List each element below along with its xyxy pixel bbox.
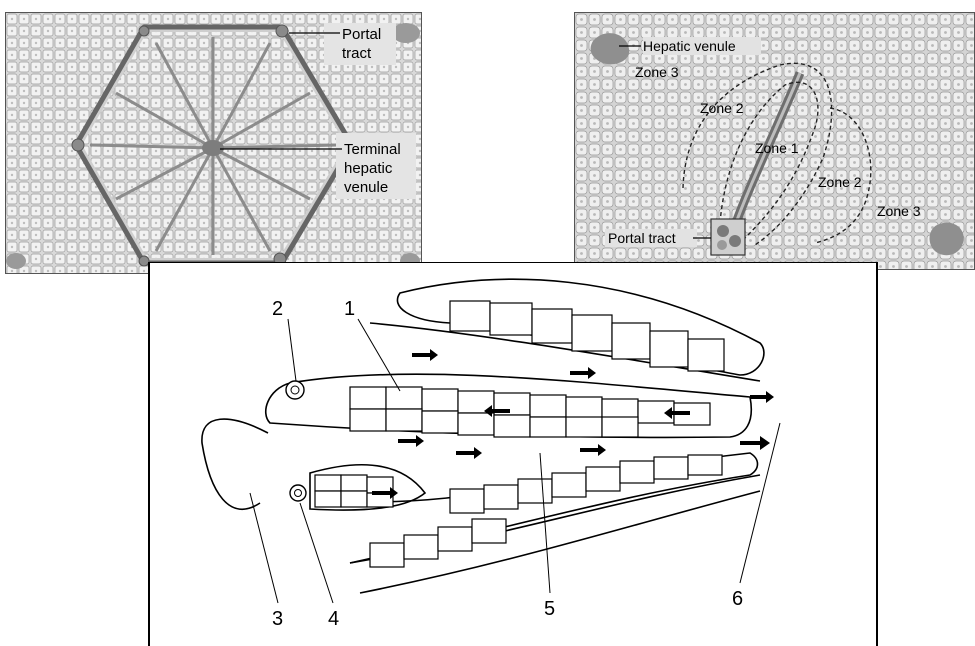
corner-vessel xyxy=(392,23,420,43)
sinusoid-drawing: 1 2 3 4 5 6 xyxy=(148,262,878,646)
label-6: 6 xyxy=(732,588,743,610)
hepatic-venule-shape xyxy=(930,223,964,256)
acinus-svg: Hepatic venule Zone 3 Zone 2 Zone 1 Zone… xyxy=(575,13,975,270)
zone1-label: Zone 1 xyxy=(755,140,799,156)
terminal-venule-label-1: Terminal xyxy=(344,141,401,158)
label-4: 4 xyxy=(328,608,339,630)
corner-vessel xyxy=(6,253,26,269)
lobule-svg: Portal tract Terminal hepatic venule xyxy=(6,13,422,274)
top-plate-cells xyxy=(450,301,724,371)
zone3-label-left: Zone 3 xyxy=(635,64,679,80)
bile-duct-circle xyxy=(286,381,304,399)
label-2: 2 xyxy=(272,298,283,320)
zone2-label-left: Zone 2 xyxy=(700,100,744,116)
vessel-circle xyxy=(290,485,306,501)
portal-tract-box xyxy=(711,219,745,255)
bottom-plate-cells xyxy=(315,455,722,567)
sinusoid-svg: 1 2 3 4 5 6 xyxy=(150,263,876,646)
hepatic-venule-label: Hepatic venule xyxy=(643,38,736,54)
label-3: 3 xyxy=(272,608,283,630)
terminal-hepatic-venule-shape xyxy=(202,140,224,156)
portal-tract-label-1: Portal xyxy=(342,26,381,43)
terminal-venule-label-2: hepatic xyxy=(344,160,393,177)
zone2-label-right: Zone 2 xyxy=(818,174,862,190)
zone3-label-right: Zone 3 xyxy=(877,203,921,219)
lobule-diagram: Portal tract Terminal hepatic venule xyxy=(5,12,422,274)
portal-tract-label-2: tract xyxy=(342,45,372,62)
label-1: 1 xyxy=(344,298,355,320)
middle-plate-cells xyxy=(350,387,710,437)
label-5: 5 xyxy=(544,598,555,620)
acinus-diagram: Hepatic venule Zone 3 Zone 2 Zone 1 Zone… xyxy=(574,12,975,270)
terminal-venule-label-3: venule xyxy=(344,179,388,196)
portal-tract-label: Portal tract xyxy=(608,230,676,246)
